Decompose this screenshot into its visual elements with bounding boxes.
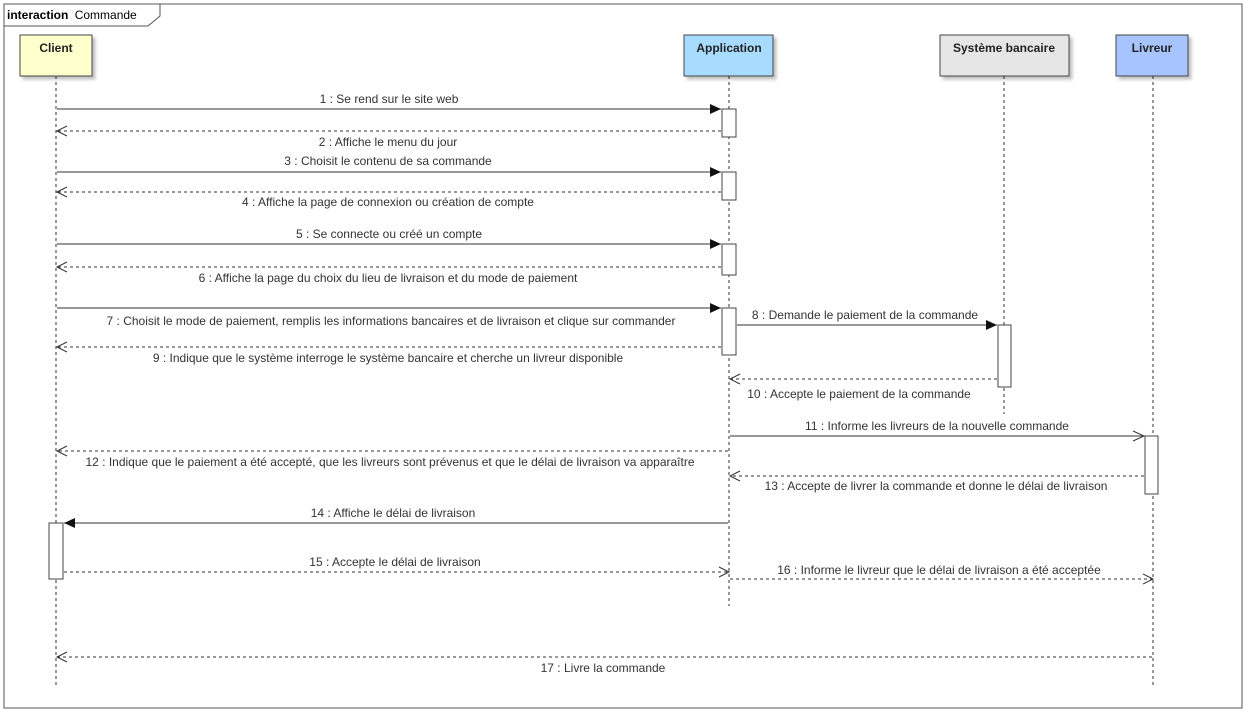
interaction-frame xyxy=(3,3,1243,709)
message-1[interactable]: 1 : Se rend sur le site web xyxy=(57,92,721,114)
message-17[interactable]: 17 : Livre la commande xyxy=(55,651,1152,675)
message-11[interactable]: 11 : Informe les livreurs de la nouvelle… xyxy=(730,419,1146,442)
message-label: 7 : Choisit le mode de paiement, remplis… xyxy=(107,314,676,328)
message-10[interactable]: 10 : Accepte le paiement de la commande xyxy=(728,373,997,401)
participant-label: Client xyxy=(39,41,72,55)
participant-label: Application xyxy=(696,41,761,55)
activation-bar xyxy=(721,307,737,356)
open-arrowhead xyxy=(55,341,68,353)
message-label: 1 : Se rend sur le site web xyxy=(320,92,459,106)
message-label: 17 : Livre la commande xyxy=(541,661,666,675)
filled-arrowhead xyxy=(710,104,721,114)
frame-kind: interaction xyxy=(7,8,68,22)
participant-client[interactable]: Client xyxy=(19,34,93,77)
frame-tab xyxy=(3,3,161,27)
message-6[interactable]: 6 : Affiche la page du choix du lieu de … xyxy=(55,261,721,285)
message-12[interactable]: 12 : Indique que le paiement a été accep… xyxy=(55,445,728,469)
open-arrowhead xyxy=(55,651,68,663)
message-label: 11 : Informe les livreurs de la nouvelle… xyxy=(805,419,1069,433)
message-label: 4 : Affiche la page de connexion ou créa… xyxy=(242,195,534,209)
activation-bar xyxy=(721,108,737,138)
participant-livreur[interactable]: Livreur xyxy=(1115,34,1189,77)
open-arrowhead xyxy=(55,125,68,137)
activation-bar xyxy=(997,324,1012,388)
open-arrowhead xyxy=(728,373,741,385)
message-2[interactable]: 2 : Affiche le menu du jour xyxy=(55,125,721,149)
filled-arrowhead xyxy=(64,518,75,528)
message-4[interactable]: 4 : Affiche la page de connexion ou créa… xyxy=(55,186,721,209)
message-8[interactable]: 8 : Demande le paiement de la commande xyxy=(737,308,997,330)
open-arrowhead xyxy=(728,470,741,482)
message-13[interactable]: 13 : Accepte de livrer la commande et do… xyxy=(728,470,1144,493)
filled-arrowhead xyxy=(986,320,997,330)
activation-bar xyxy=(48,522,64,580)
message-label: 14 : Affiche le délai de livraison xyxy=(311,506,476,520)
message-label: 8 : Demande le paiement de la commande xyxy=(752,308,978,322)
message-label: 15 : Accepte le délai de livraison xyxy=(309,555,480,569)
message-label: 12 : Indique que le paiement a été accep… xyxy=(85,455,694,469)
open-arrowhead xyxy=(55,261,68,273)
message-label: 9 : Indique que le système interroge le … xyxy=(153,351,624,365)
open-arrowhead xyxy=(55,186,68,198)
message-14[interactable]: 14 : Affiche le délai de livraison xyxy=(64,506,728,528)
open-arrowhead xyxy=(1132,430,1146,442)
message-label: 6 : Affiche la page du choix du lieu de … xyxy=(199,271,578,285)
filled-arrowhead xyxy=(710,303,721,313)
message-15[interactable]: 15 : Accepte le délai de livraison xyxy=(64,555,731,578)
activation-bar xyxy=(1144,435,1159,495)
message-label: 10 : Accepte le paiement de la commande xyxy=(747,387,971,401)
filled-arrowhead xyxy=(710,167,721,177)
svg-text:interaction Commande: interaction Commande xyxy=(7,8,137,22)
participant-banque[interactable]: Système bancaire xyxy=(939,34,1070,77)
filled-arrowhead xyxy=(710,239,721,249)
message-label: 5 : Se connecte ou créé un compte xyxy=(296,227,482,241)
open-arrowhead xyxy=(718,566,731,578)
message-label: 3 : Choisit le contenu de sa commande xyxy=(284,154,492,168)
message-9[interactable]: 9 : Indique que le système interroge le … xyxy=(55,341,721,365)
open-arrowhead xyxy=(1142,573,1155,585)
message-16[interactable]: 16 : Informe le livreur que le délai de … xyxy=(730,563,1155,585)
message-5[interactable]: 5 : Se connecte ou créé un compte xyxy=(57,227,721,249)
message-label: 13 : Accepte de livrer la commande et do… xyxy=(765,479,1108,493)
open-arrowhead xyxy=(55,445,68,457)
participant-label: Système bancaire xyxy=(953,41,1055,55)
message-label: 2 : Affiche le menu du jour xyxy=(319,135,458,149)
message-label: 16 : Informe le livreur que le délai de … xyxy=(777,563,1101,577)
participant-application[interactable]: Application xyxy=(683,34,774,77)
activation-bar xyxy=(721,243,737,276)
activation-bar xyxy=(721,171,737,201)
frame-name: Commande xyxy=(75,8,137,22)
participant-label: Livreur xyxy=(1132,41,1173,55)
message-7[interactable]: 7 : Choisit le mode de paiement, remplis… xyxy=(57,303,721,328)
message-3[interactable]: 3 : Choisit le contenu de sa commande xyxy=(57,154,721,177)
